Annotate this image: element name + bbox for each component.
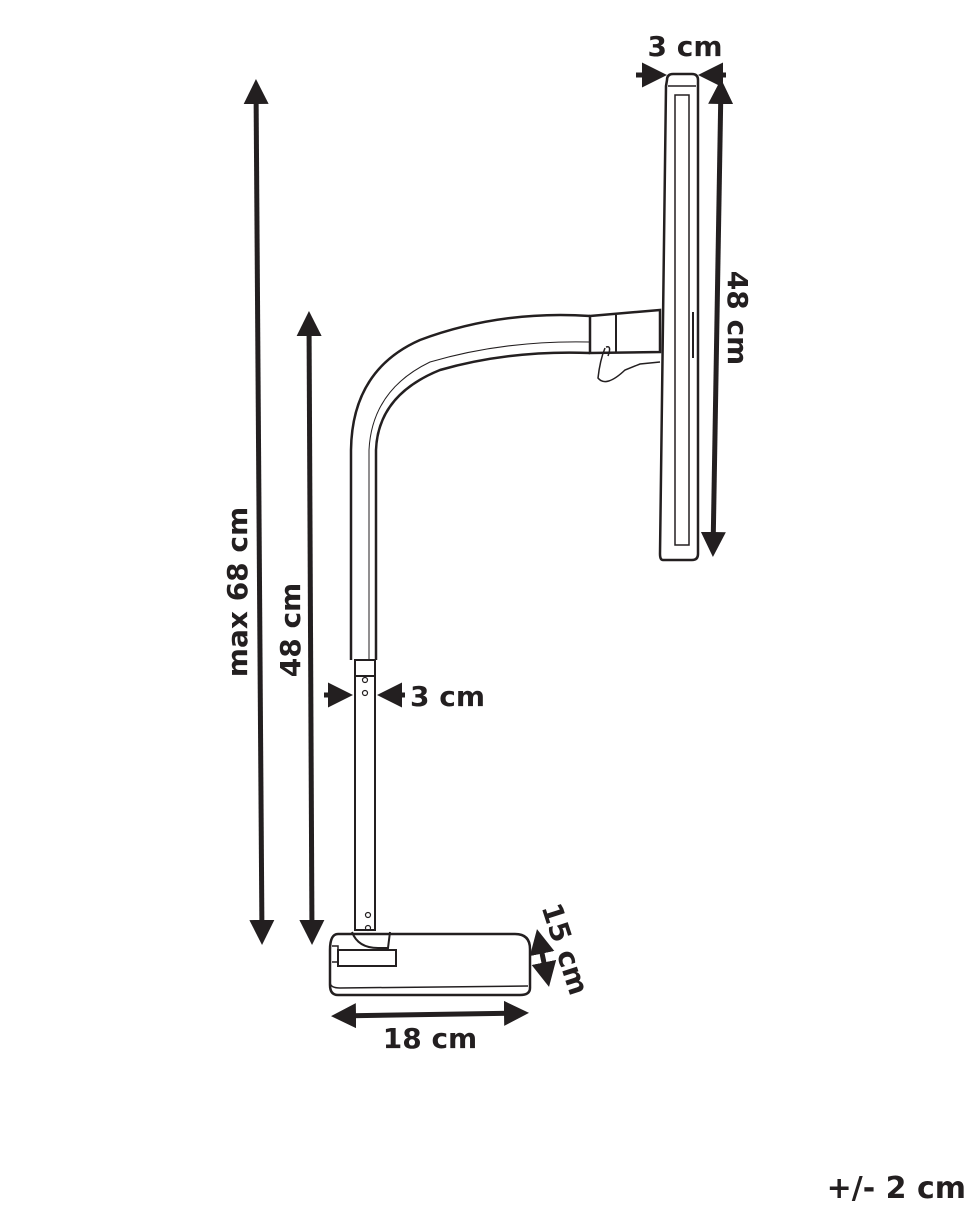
lamp-head <box>658 72 700 562</box>
head-width-label: 3 cm <box>647 30 722 63</box>
dimension-lines <box>243 62 734 1029</box>
base-width-label: 18 cm <box>383 1022 478 1055</box>
head-length-arrow <box>700 79 734 557</box>
lamp-pole <box>354 659 376 932</box>
lamp-neck <box>349 308 662 660</box>
lamp-base <box>328 931 532 997</box>
base-depth-arrow <box>529 929 557 987</box>
neck-height-label: 48 cm <box>274 583 307 678</box>
base-depth-label: 15 cm <box>535 899 596 999</box>
tolerance-note: +/- 2 cm <box>827 1171 966 1206</box>
base-width-arrow <box>331 1000 529 1029</box>
neck-height-arrow <box>296 311 325 945</box>
total-height-arrow <box>243 79 275 945</box>
total-height-label: max 68 cm <box>221 507 254 677</box>
pole-width-label: 3 cm <box>410 680 485 713</box>
head-length-label: 48 cm <box>721 271 754 366</box>
